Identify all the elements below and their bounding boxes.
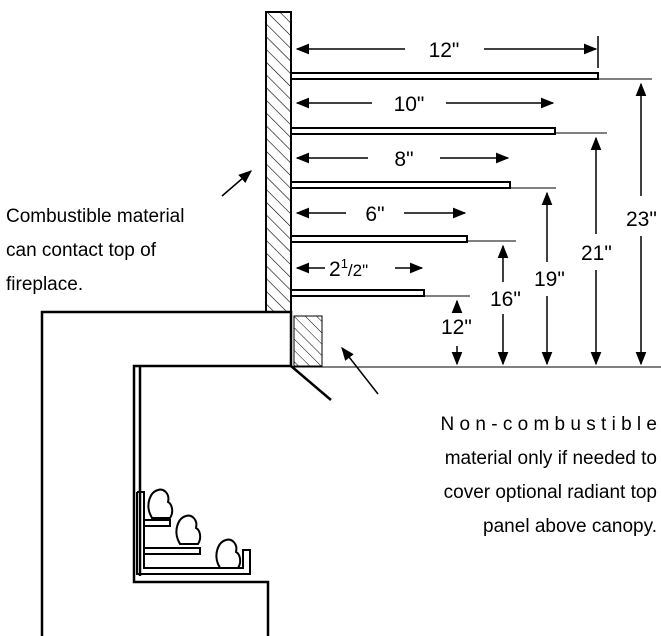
height-label-19in: 19" <box>534 268 565 291</box>
note-line: Combustible material <box>6 206 184 227</box>
width-label-6in: 6" <box>365 203 384 226</box>
note-line: panel above canopy. <box>483 516 657 537</box>
log <box>215 538 242 569</box>
fireplace-outline <box>40 310 332 636</box>
mantel-shelf-2half-in <box>290 289 425 297</box>
mantel-shelf-6in <box>290 235 468 243</box>
note-line: cover optional radiant top <box>444 482 657 503</box>
mantel-shelf-12in <box>290 72 599 80</box>
combustible-arrow <box>221 170 253 197</box>
width-label-8in: 8" <box>394 148 413 171</box>
height-label-16in: 16" <box>490 288 521 311</box>
height-label-21in: 21" <box>581 242 612 265</box>
combustible-note: Combustible material can contact top of … <box>6 206 184 295</box>
height-label-23in: 23" <box>626 208 657 231</box>
noncombustible-arrow <box>341 346 379 395</box>
combustible-wall <box>265 11 292 313</box>
mantel-shelf-10in <box>290 127 556 135</box>
mantel-shelves <box>290 72 599 297</box>
note-line: material only if needed to <box>445 448 657 469</box>
note-line: fireplace. <box>6 274 83 295</box>
noncombustible-area <box>293 315 323 367</box>
height-dimensions: 23" 21" 19" 16" 12" <box>424 78 657 366</box>
width-label-12in: 12" <box>429 39 460 62</box>
log <box>147 488 174 519</box>
width-label-2half-in: 21/2" <box>329 256 368 281</box>
mantel-shelf-8in <box>290 181 511 189</box>
width-dimensions: 12" 10" 8" 6" 21/2" <box>295 36 599 281</box>
log-grate <box>136 488 251 575</box>
width-label-10in: 10" <box>394 93 425 116</box>
noncombustible-note: N o n - c o m b u s t i b l e material o… <box>441 414 657 537</box>
height-label-12in: 12" <box>441 316 472 339</box>
note-line: N o n - c o m b u s t i b l e <box>441 414 657 435</box>
log <box>175 514 202 545</box>
note-line: can contact top of <box>6 240 157 261</box>
